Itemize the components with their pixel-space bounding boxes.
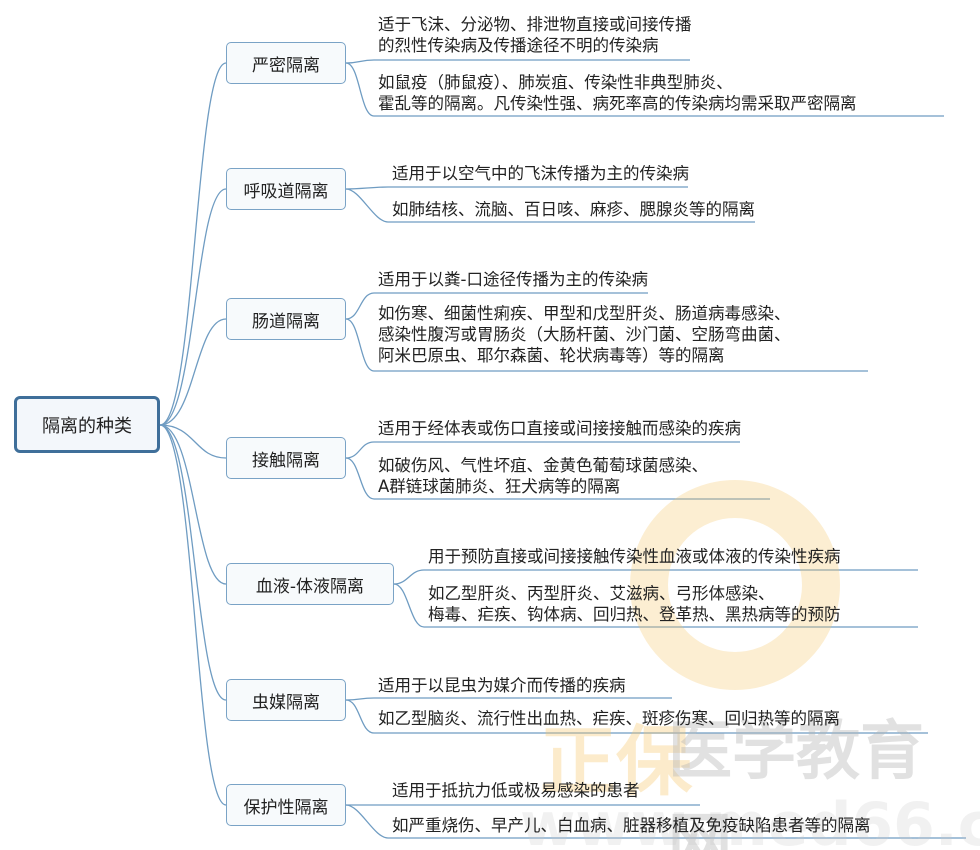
- leaf-node[interactable]: 适用于抵抗力低或极易感染的患者: [392, 781, 640, 800]
- branch-to-leaf-link: [393, 569, 918, 585]
- root-to-branch-link: [159, 188, 227, 426]
- leaf-node[interactable]: 适用于以昆虫为媒介而传播的疾病: [378, 676, 626, 695]
- branch-to-leaf-link: [345, 62, 944, 117]
- branch-node[interactable]: 血液-体液隔离: [226, 563, 394, 605]
- leaf-node[interactable]: 如乙型肝炎、丙型肝炎、艾滋病、弓形体感染、 梅毒、疟疾、钩体病、回归热、登革热、…: [428, 584, 841, 624]
- leaf-node[interactable]: 如破伤风、气性坏疽、金黄色葡萄球菌感染、 A群链球菌肺炎、狂犬病等的隔离: [378, 456, 708, 496]
- branch-to-leaf-link: [345, 318, 868, 372]
- leaf-node[interactable]: 适用于以粪-口途径传播为主的传染病: [378, 270, 648, 289]
- leaf-node[interactable]: 如鼠疫（肺鼠疫）、肺炭疽、传染性非典型肺炎、 霍乱等的隔离。凡传染性强、病死率高…: [378, 73, 857, 113]
- leaf-node[interactable]: 如伤寒、细菌性痢疾、甲型和戊型肝炎、肠道病毒感染、 感染性腹泻或胃肠炎（大肠杆菌…: [378, 304, 791, 365]
- root-to-branch-link: [159, 424, 227, 806]
- leaf-node[interactable]: 如乙型脑炎、流行性出血热、疟疾、斑疹伤寒、回归热等的隔离: [378, 709, 840, 728]
- branch-to-leaf-link: [345, 188, 755, 223]
- leaf-node[interactable]: 适用于以空气中的飞沫传播为主的传染病: [392, 164, 689, 183]
- branch-to-leaf-link: [345, 186, 688, 190]
- root-to-branch-link: [159, 424, 227, 585]
- leaf-node[interactable]: 用于预防直接或间接接触传染性血液或体液的传染性疾病: [428, 547, 841, 566]
- branch-node[interactable]: 严密隔离: [226, 42, 346, 84]
- branch-node[interactable]: 接触隔离: [226, 437, 346, 479]
- leaf-node[interactable]: 适于飞沫、分泌物、排泄物直接或间接传播 的烈性传染病及传播途径不明的传染病: [378, 15, 692, 55]
- branch-to-leaf-link: [345, 697, 672, 701]
- branch-to-leaf-link: [393, 583, 918, 628]
- root-node[interactable]: 隔离的种类: [14, 396, 160, 453]
- root-to-branch-link: [159, 424, 227, 459]
- branch-to-leaf-link: [345, 292, 648, 320]
- root-to-branch-link: [159, 424, 227, 701]
- branch-node[interactable]: 肠道隔离: [226, 298, 346, 340]
- leaf-node[interactable]: 如严重烧伤、早产儿、白血病、脏器移植及免疫缺陷患者等的隔离: [392, 816, 871, 835]
- branch-to-leaf-link: [345, 804, 966, 839]
- leaf-node[interactable]: 如肺结核、流脑、百日咳、麻疹、腮腺炎等的隔离: [392, 200, 755, 219]
- branch-node[interactable]: 呼吸道隔离: [226, 168, 346, 210]
- root-to-branch-link: [159, 62, 227, 426]
- branch-node[interactable]: 虫媒隔离: [226, 679, 346, 721]
- branch-to-leaf-link: [345, 59, 690, 64]
- branch-node[interactable]: 保护性隔离: [226, 784, 346, 826]
- leaf-node[interactable]: 适用于经体表或伤口直接或间接接触而感染的疾病: [378, 419, 741, 438]
- root-to-branch-link: [159, 318, 227, 426]
- branch-to-leaf-link: [345, 457, 770, 500]
- branch-to-leaf-link: [345, 441, 740, 459]
- branch-to-leaf-link: [345, 699, 928, 734]
